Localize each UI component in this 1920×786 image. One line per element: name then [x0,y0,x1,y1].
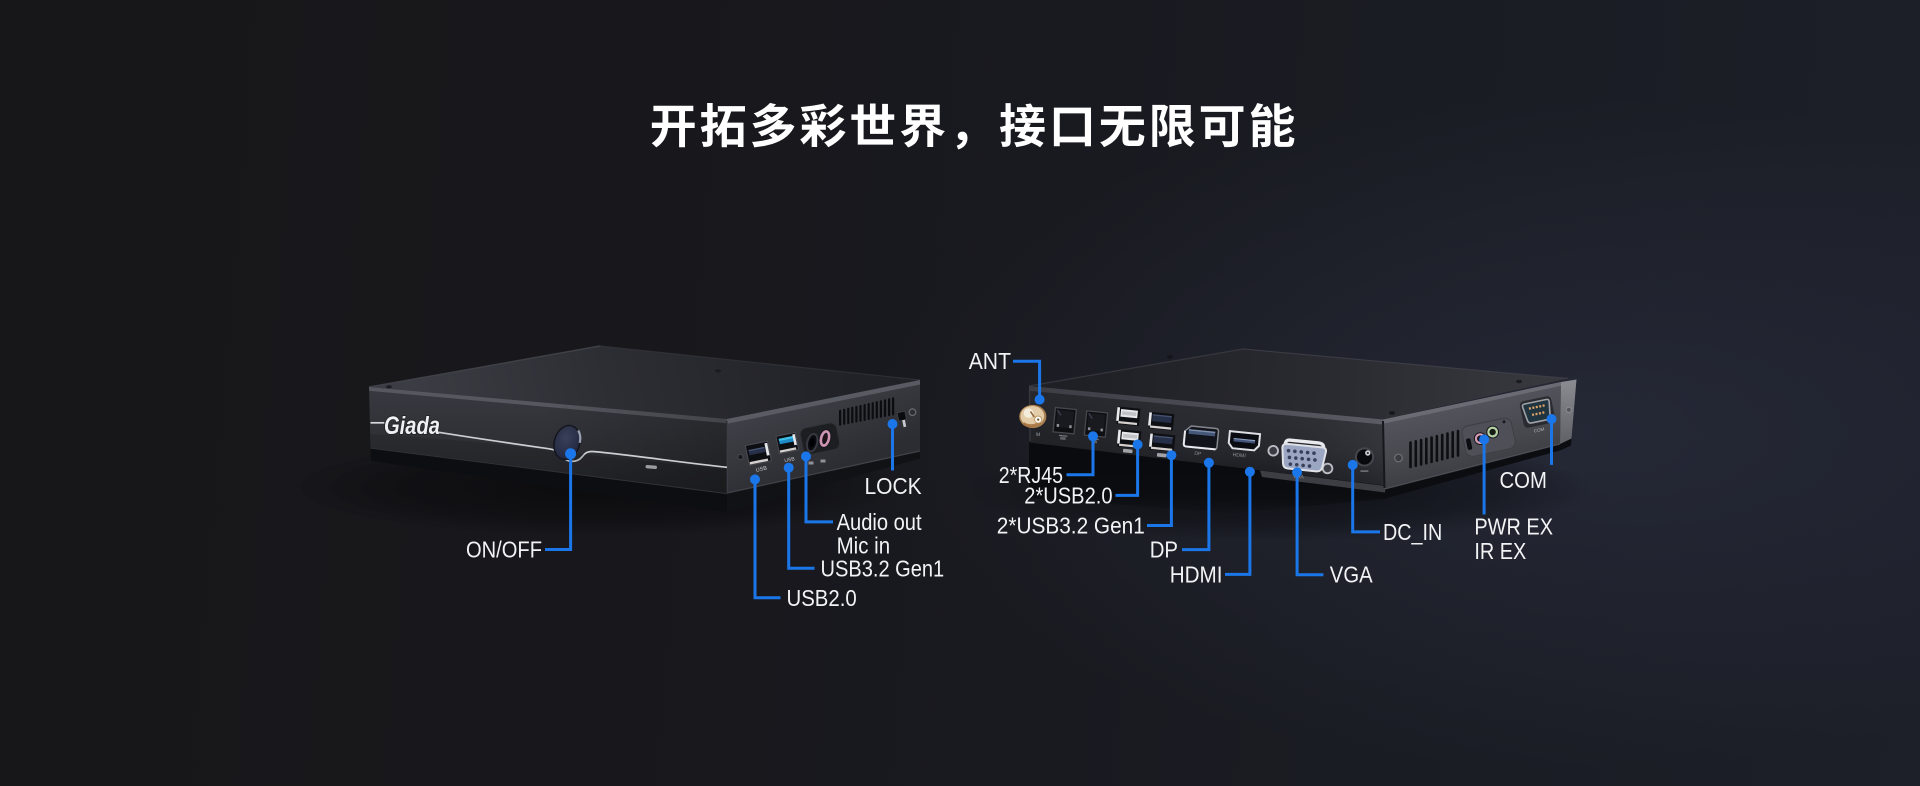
svg-text:USB: USB [784,456,796,464]
svg-text:Audio out: Audio out [837,509,923,535]
svg-text:DC_IN: DC_IN [1383,519,1442,545]
svg-text:Mic in: Mic in [837,532,891,558]
svg-text:2*USB2.0: 2*USB2.0 [1024,482,1112,508]
svg-text:ANT: ANT [969,348,1011,374]
svg-text:HDMI: HDMI [1232,452,1246,459]
svg-text:USB3.2 Gen1: USB3.2 Gen1 [821,555,945,581]
svg-text:IR EX: IR EX [1474,538,1526,564]
svg-text:Giada: Giada [384,412,440,440]
svg-text:M: M [1036,432,1041,438]
svg-text:COM: COM [1500,467,1547,493]
svg-text:ON/OFF: ON/OFF [466,537,542,563]
svg-text:USB: USB [755,466,768,474]
svg-text:VGA: VGA [1293,474,1305,481]
svg-text:USB2.0: USB2.0 [787,585,857,611]
svg-text:2*RJ45: 2*RJ45 [999,462,1063,488]
svg-text:DP: DP [1150,537,1178,563]
svg-text:HDMI: HDMI [1170,561,1223,587]
svg-text:2*USB3.2 Gen1: 2*USB3.2 Gen1 [997,513,1145,539]
svg-text:VGA: VGA [1330,562,1373,588]
svg-text:DP: DP [1194,451,1202,458]
svg-text:LOCK: LOCK [865,473,923,499]
svg-text:COM: COM [1533,426,1545,433]
svg-text:PWR EX: PWR EX [1474,513,1553,539]
